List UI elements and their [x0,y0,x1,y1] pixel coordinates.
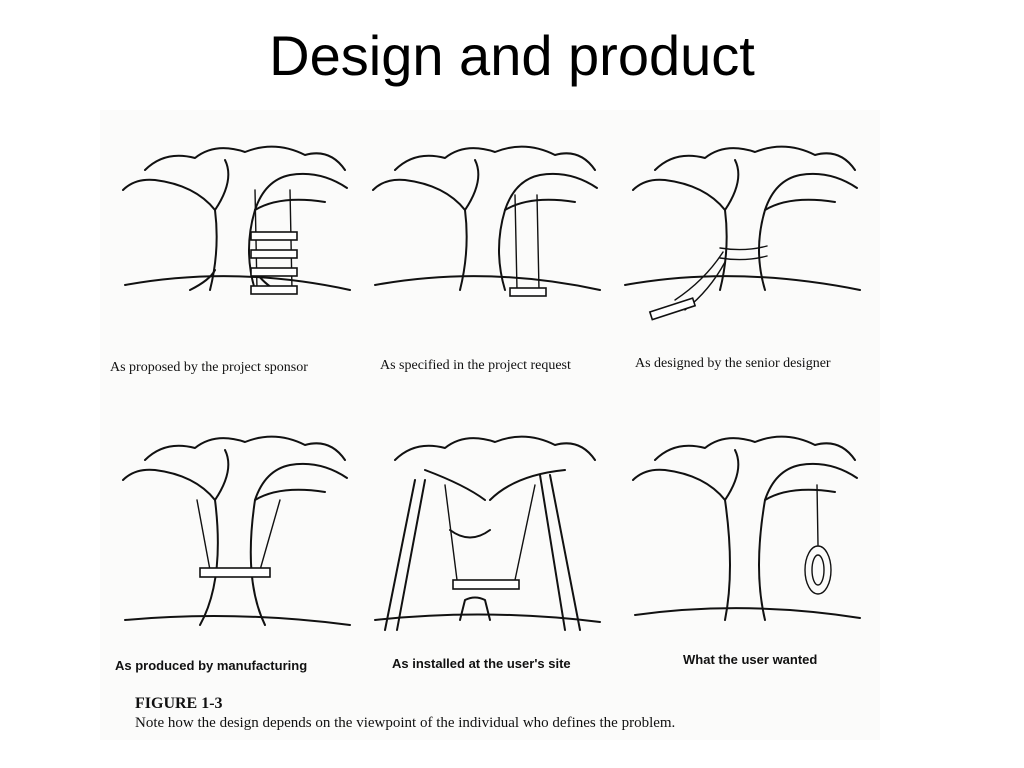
tree-cut-swing-icon [374,435,601,631]
tree-tire-swing-icon [632,435,861,621]
figure: As proposed by the project sponsor As sp… [100,110,880,740]
caption-user-wanted: What the user wanted [683,652,818,667]
figure-label: FIGURE 1-3 [135,695,223,712]
tree-collapsed-swing-icon [624,145,861,321]
caption-installed: As installed at the user's site [392,656,571,671]
tree-unequal-swing-icon [122,435,351,626]
panel-designed [615,140,870,340]
caption-manufacturing: As produced by manufacturing [115,658,308,673]
tree-trunk-swing-icon [372,145,601,297]
panel-sponsor [115,140,360,340]
caption-specified: As specified in the project request [380,358,571,373]
figure-note: Note how the design depends on the viewp… [135,715,676,731]
tree-ladder-swing-icon [122,145,351,295]
panel-installed [365,430,610,640]
caption-sponsor: As proposed by the project sponsor [110,360,308,375]
panel-specified [365,140,610,340]
panel-user-wanted [625,430,870,640]
caption-designed: As designed by the senior designer [635,356,831,371]
panel-manufacturing [115,430,360,640]
slide-title: Design and product [269,24,755,87]
